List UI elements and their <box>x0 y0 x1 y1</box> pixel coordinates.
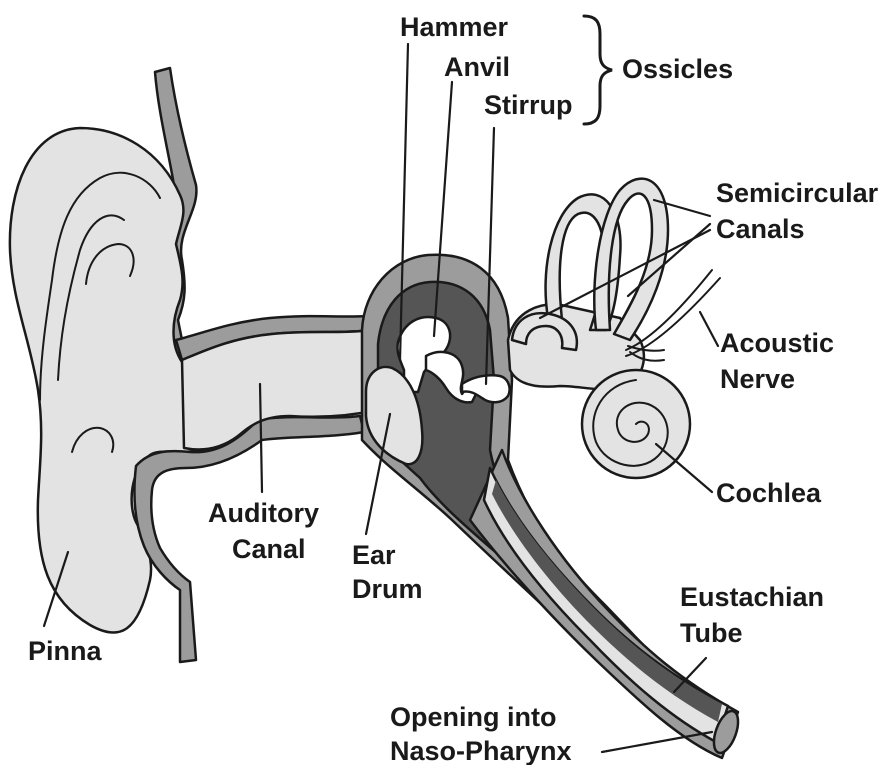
auditory-label-1: Auditory <box>208 498 319 528</box>
semicircular-label-2: Canals <box>716 214 805 244</box>
acoustic-label-2: Nerve <box>720 364 795 394</box>
pinna-label: Pinna <box>28 636 102 666</box>
stirrup-label: Stirrup <box>484 90 573 120</box>
auditory-label-2: Canal <box>232 534 306 564</box>
opening-label-1: Opening into <box>390 702 556 732</box>
cochlea-shape <box>582 370 690 478</box>
acoustic-label-1: Acoustic <box>720 328 834 358</box>
hammer-label: Hammer <box>400 12 509 42</box>
eustachian-label-1: Eustachian <box>680 582 824 612</box>
eustachian-label-2: Tube <box>680 618 743 648</box>
opening-label-2: Naso-Pharynx <box>390 736 572 765</box>
eardrum-label-2: Drum <box>352 574 423 604</box>
acoustic-leader <box>700 312 718 346</box>
anvil-label: Anvil <box>444 52 510 82</box>
semicircular-label-1: Semicircular <box>716 178 879 208</box>
ossicles-label: Ossicles <box>622 54 733 84</box>
curly-brace-icon <box>584 16 612 124</box>
cochlea-label: Cochlea <box>716 478 822 508</box>
semicircular-leader-3 <box>540 230 710 318</box>
eardrum-label-1: Ear <box>352 540 396 570</box>
